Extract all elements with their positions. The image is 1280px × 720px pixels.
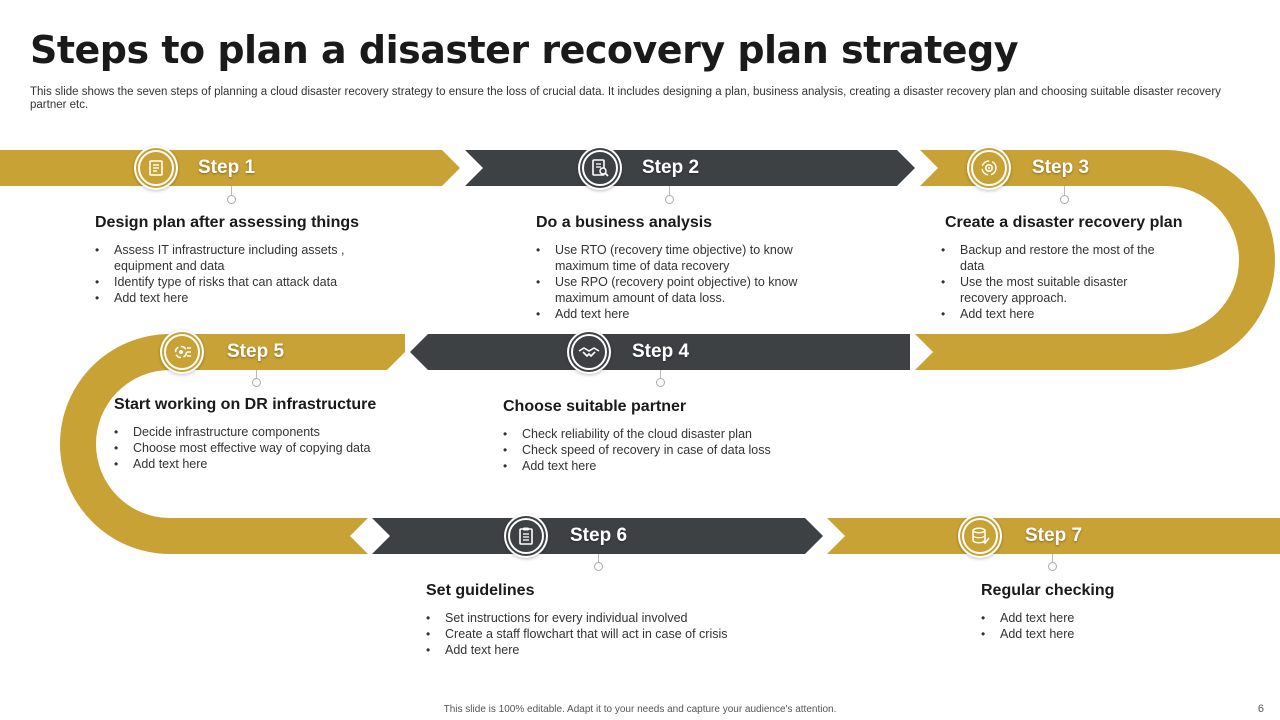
- page-title: Steps to plan a disaster recovery plan s…: [30, 28, 1019, 72]
- step-5-label: Step 5: [227, 341, 285, 362]
- list-item: Add text here: [536, 306, 806, 322]
- step-3-icon-badge: [967, 146, 1011, 190]
- list-item: Add text here: [981, 626, 1221, 642]
- list-item: Use RTO (recovery time objective) to kno…: [536, 242, 806, 274]
- step-1-icon-badge: [134, 146, 178, 190]
- handshake-icon: [578, 347, 600, 358]
- list-item: Add text here: [426, 642, 766, 658]
- page-subtitle: This slide shows the seven steps of plan…: [30, 86, 1221, 111]
- list-item: Identify type of risks that can attack d…: [95, 274, 385, 290]
- step-3-label: Step 3: [1032, 157, 1090, 178]
- list-item: Check speed of recovery in case of data …: [503, 442, 803, 458]
- step-4-heading: Choose suitable partner: [503, 398, 687, 415]
- road-segment-step-2: [465, 150, 915, 186]
- road-segment-step-6: [372, 518, 823, 554]
- step-7-heading: Regular checking: [981, 582, 1115, 599]
- list-item: Add text here: [95, 290, 385, 306]
- step-4-label: Step 4: [632, 341, 690, 362]
- footer-note: This slide is 100% editable. Adapt it to…: [443, 704, 837, 715]
- infrastructure-gear-icon: [174, 345, 191, 359]
- step-1-connector: [227, 186, 236, 204]
- report-search-icon: [592, 159, 609, 177]
- list-item: Add text here: [114, 456, 404, 472]
- step-6-icon-badge: [504, 514, 548, 558]
- list-item: Backup and restore the most of the data: [941, 242, 1156, 274]
- step-1-block: Design plan after assessing things Asses…: [95, 214, 385, 306]
- road-segment-step-3: [915, 150, 1275, 370]
- list-item: Use the most suitable disaster recovery …: [941, 274, 1156, 306]
- list-item: Use RPO (recovery point objective) to kn…: [536, 274, 806, 306]
- step-2-connector: [665, 186, 674, 204]
- step-2-block: Do a business analysis Use RTO (recovery…: [536, 214, 806, 322]
- step-4-block: Choose suitable partner Check reliabilit…: [503, 398, 803, 474]
- list-item: Create a staff flowchart that will act i…: [426, 626, 766, 642]
- step-2-heading: Do a business analysis: [536, 214, 713, 231]
- list-item: Add text here: [503, 458, 803, 474]
- clipboard-checklist-icon: [519, 527, 533, 545]
- list-item: Set instructions for every individual in…: [426, 610, 766, 626]
- gear-cycle-icon: [981, 160, 997, 176]
- step-5-heading: Start working on DR infrastructure: [114, 396, 377, 413]
- step-2-label: Step 2: [642, 157, 700, 178]
- step-7-connector: [1048, 554, 1057, 571]
- database-check-icon: [972, 527, 990, 545]
- list-item: Add text here: [941, 306, 1156, 322]
- road-segment-step-5: [60, 334, 405, 554]
- road-segment-step-7: [827, 518, 1280, 554]
- step-5-connector: [252, 370, 261, 387]
- step-4-icon-badge: [567, 330, 611, 374]
- document-stack-icon: [149, 160, 163, 176]
- list-item: Add text here: [981, 610, 1221, 626]
- list-item: Check reliability of the cloud disaster …: [503, 426, 803, 442]
- step-6-heading: Set guidelines: [426, 582, 535, 599]
- step-5-icon-badge: [160, 330, 204, 374]
- list-item: Choose most effective way of copying dat…: [114, 440, 404, 456]
- step-7-block: Regular checking Add text here Add text …: [981, 582, 1221, 642]
- road-segment-step-1: [0, 150, 460, 186]
- list-item: Assess IT infrastructure including asset…: [95, 242, 385, 274]
- step-3-heading: Create a disaster recovery plan: [945, 214, 1183, 231]
- step-7-icon-badge: [958, 514, 1002, 558]
- step-1-label: Step 1: [198, 157, 256, 178]
- page-number: 6: [1257, 703, 1264, 715]
- road-segment-step-4: [410, 334, 910, 370]
- step-1-heading: Design plan after assessing things: [95, 214, 360, 231]
- step-3-block: Create a disaster recovery plan Backup a…: [941, 214, 1191, 322]
- step-5-block: Start working on DR infrastructure Decid…: [114, 396, 404, 472]
- step-4-connector: [656, 370, 665, 387]
- step-6-label: Step 6: [570, 525, 628, 546]
- step-6-block: Set guidelines Set instructions for ever…: [426, 582, 766, 658]
- list-item: Decide infrastructure components: [114, 424, 404, 440]
- step-7-label: Step 7: [1025, 525, 1083, 546]
- step-6-connector: [594, 554, 603, 571]
- step-3-connector: [1060, 186, 1069, 204]
- step-2-icon-badge: [578, 146, 622, 190]
